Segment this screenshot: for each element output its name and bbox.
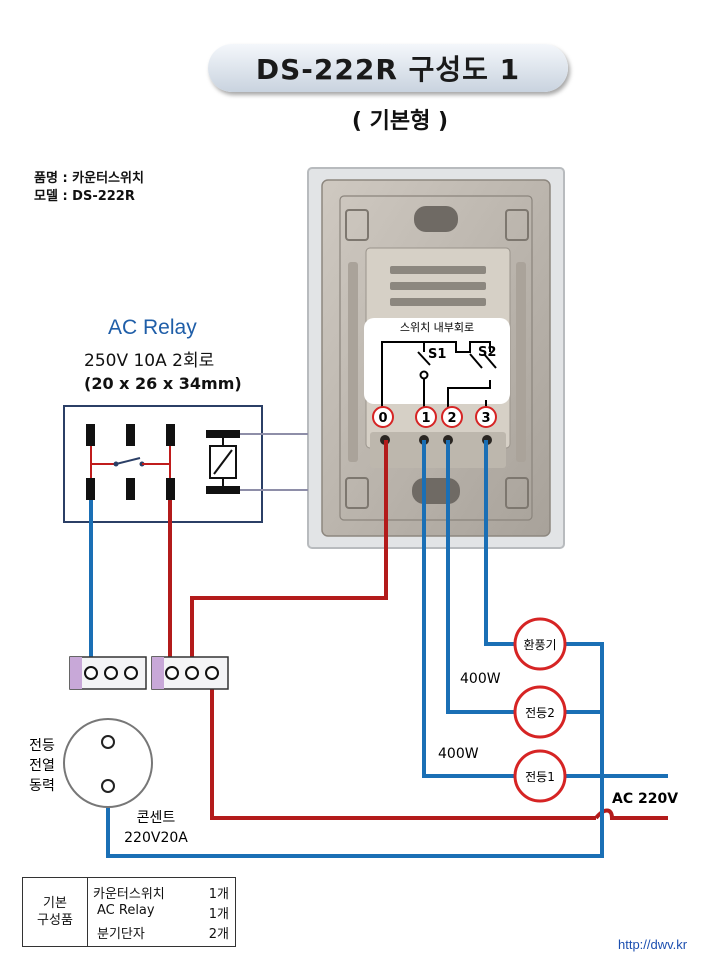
internal-circuit-label: 스위치 내부회로 (400, 321, 474, 334)
relay-title: AC Relay (108, 316, 197, 339)
product-name: 품명 : 카운터스위치 (34, 171, 144, 186)
parts-row: 카운터스위치 1개 (93, 883, 233, 902)
terminal-3: 3 (481, 411, 490, 426)
part-name: 카운터스위치 (93, 887, 165, 902)
product-info: 품명 : 카운터스위치 모델 : DS-222R (34, 170, 144, 206)
terminal-0: 0 (378, 411, 387, 426)
light2-label: 전등2 (525, 706, 555, 720)
blue-wires (89, 440, 668, 858)
switch-internal-circuit: 스위치 내부회로 S1 S2 (364, 318, 510, 412)
load-fan: 환풍기 (513, 617, 567, 671)
relay-spec: 250V 10A 2회로 (84, 351, 215, 371)
parts-row: 분기단자 2개 (93, 923, 233, 942)
relay-size: (20 x 26 x 34mm) (84, 374, 242, 393)
terminal-1: 1 (421, 411, 430, 426)
s1-label: S1 (428, 347, 446, 362)
title-banner: DS-222R 구성도 1 (208, 44, 568, 92)
parts-header-line2: 구성품 (37, 913, 73, 928)
website-url[interactable]: http://dwv.kr (618, 937, 688, 952)
outlet-side-2: 전열 (29, 758, 55, 774)
red-wires (168, 440, 668, 820)
relay-box (63, 405, 263, 523)
parts-header-line1: 기본 (43, 896, 67, 911)
watt-label-1: 400W (460, 671, 501, 687)
part-name: 분기단자 (97, 927, 145, 942)
parts-table-header: 기본 구성품 (23, 878, 88, 946)
load-light2: 전등2 (513, 685, 567, 739)
outlet-side-3: 동력 (29, 778, 55, 794)
terminal-block-left (69, 656, 147, 690)
outlet (63, 718, 153, 808)
outlet-side-1: 전등 (29, 738, 55, 754)
terminal-labels: 0 1 2 3 (372, 406, 497, 428)
terminal-2: 2 (447, 411, 456, 426)
part-qty: 1개 (208, 907, 229, 922)
light1-label: 전등1 (525, 770, 555, 784)
diagram-subtitle: ( 기본형 ) (351, 109, 449, 134)
ac-voltage-label: AC 220V (612, 791, 678, 807)
s2-label: S2 (478, 345, 496, 360)
fan-label: 환풍기 (523, 638, 556, 652)
part-qty: 2개 (208, 927, 229, 942)
part-qty: 1개 (208, 887, 229, 902)
product-model: 모델 : DS-222R (34, 189, 135, 204)
outlet-rating: 220V20A (124, 830, 188, 846)
diagram-title: DS-222R 구성도 1 (255, 53, 521, 86)
outlet-name: 콘센트 (137, 810, 176, 826)
terminal-block-right (151, 656, 229, 690)
load-light1: 전등1 (513, 749, 567, 803)
parts-table: 기본 구성품 카운터스위치 1개 AC Relay 1개 분기단자 2개 (22, 877, 236, 947)
parts-row: AC Relay 1개 (93, 903, 233, 922)
part-name: AC Relay (97, 903, 155, 918)
watt-label-2: 400W (438, 746, 479, 762)
